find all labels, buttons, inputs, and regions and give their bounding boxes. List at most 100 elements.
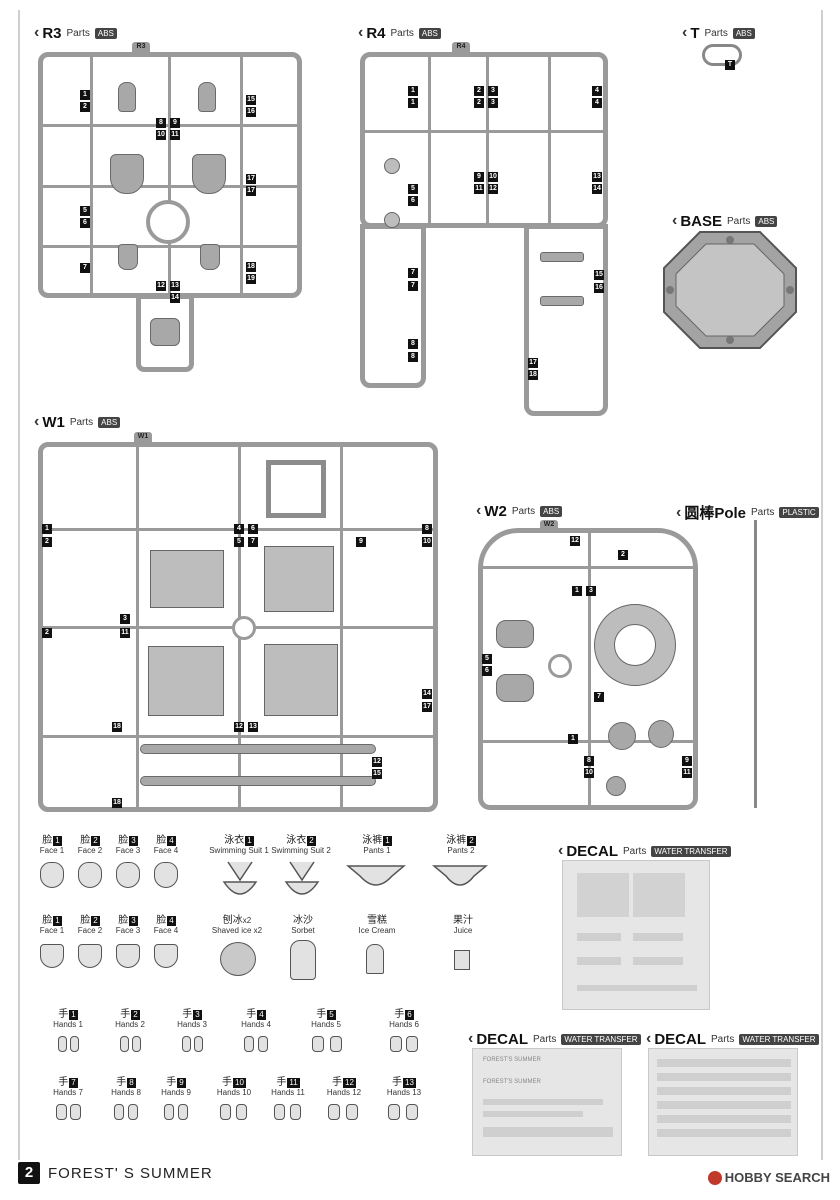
face-icon [40, 862, 64, 888]
sprue-tag: W2 [540, 520, 558, 530]
part-number: 4 [234, 524, 244, 534]
part-number: 7 [408, 268, 418, 278]
hand-icon [58, 1036, 67, 1052]
ring-gate [146, 200, 190, 244]
sprue-name: W1 [42, 413, 65, 431]
part-number: 6 [408, 196, 418, 206]
w2-runner [478, 528, 698, 810]
sprue-name: W2 [484, 502, 507, 520]
part-number: 18 [246, 262, 256, 272]
part-number: 7 [248, 537, 258, 547]
part-number: 2 [474, 86, 484, 96]
chevron-icon: ‹ [646, 1030, 652, 1047]
part-number: 1 [80, 90, 90, 100]
hand-icon [330, 1036, 342, 1052]
hand-icon [290, 1104, 301, 1120]
decal-sheet [648, 1048, 798, 1156]
hand-icon [258, 1036, 268, 1052]
page-number: 2 [18, 1162, 40, 1184]
decal1-header: ‹ DECAL Parts WATER TRANSFER [558, 842, 731, 860]
hand-icon [194, 1036, 203, 1052]
part-foot [118, 244, 138, 270]
material-badge: PLASTIC [779, 507, 819, 518]
hand-icon [244, 1036, 254, 1052]
face-back-icon [116, 944, 140, 968]
decal-sheet: FOREST'S SUMMER FOREST'S SUMMER [472, 1048, 622, 1156]
hand-icon [406, 1104, 418, 1120]
parts-label: Parts [751, 507, 775, 518]
material-badge: WATER TRANSFER [739, 1033, 819, 1045]
part-number: 12 [488, 184, 498, 194]
hand-icon [178, 1104, 188, 1120]
hand-icon [274, 1104, 285, 1120]
sorbet-icon [290, 940, 316, 980]
material-badge: ABS [755, 215, 778, 227]
part-number: 11 [120, 628, 130, 638]
part-number: 10 [156, 130, 166, 140]
part-small [606, 776, 626, 796]
chevron-icon: ‹ [34, 413, 40, 430]
part-number: 8 [422, 524, 432, 534]
face-back-icon [78, 944, 102, 968]
part-number: 9 [682, 756, 692, 766]
long-part [140, 776, 376, 786]
hand-icon [56, 1104, 67, 1120]
base-header: ‹ BASE Parts ABS [672, 212, 778, 230]
r4-runner-left [360, 224, 426, 388]
part-number: 3 [488, 98, 498, 108]
hand-icon [70, 1036, 79, 1052]
parts-label: Parts [69, 416, 94, 428]
sprue-name: 圆棒Pole [684, 505, 747, 522]
part-number: 6 [248, 524, 258, 534]
material-badge: ABS [94, 27, 117, 39]
part-foot [200, 244, 220, 270]
swimsuit-icon [284, 861, 320, 895]
chevron-icon: ‹ [476, 502, 482, 519]
part-leg [198, 82, 216, 112]
pole-header: ‹ 圆棒Pole Parts PLASTIC [676, 502, 819, 523]
part-number: 8 [584, 756, 594, 766]
part-number: 17 [246, 186, 256, 196]
part-number: 10 [584, 768, 594, 778]
part-torso [192, 154, 226, 194]
sprue-name: DECAL [566, 842, 618, 860]
part-number: 1 [408, 98, 418, 108]
sprue-name: T [690, 24, 700, 42]
parts-label: Parts [390, 27, 414, 39]
part-number: 10 [422, 537, 432, 547]
juice-icon [454, 950, 470, 970]
part-number: 2 [80, 102, 90, 112]
left-margin-rule [18, 10, 20, 1160]
watermark-logo-icon [707, 1170, 722, 1185]
part-number: 3 [120, 614, 130, 624]
chevron-icon: ‹ [676, 503, 682, 521]
parts-label: Parts [711, 1033, 735, 1045]
long-part [140, 744, 376, 754]
watermark: HOBBY SEARCH [707, 1170, 830, 1185]
shaved-ice-icon [220, 942, 256, 976]
material-badge: WATER TRANSFER [651, 845, 731, 857]
part-number: 3 [488, 86, 498, 96]
face-back-icon [40, 944, 64, 968]
chevron-icon: ‹ [358, 24, 364, 41]
part-number: 12 [570, 536, 580, 546]
part-number: 8 [408, 339, 418, 349]
part-number: 5 [408, 184, 418, 194]
part-number: 17 [246, 174, 256, 184]
parts-label: Parts [704, 27, 728, 39]
t-header: ‹ T Parts ABS [682, 24, 755, 42]
part-number: 11 [170, 130, 180, 140]
